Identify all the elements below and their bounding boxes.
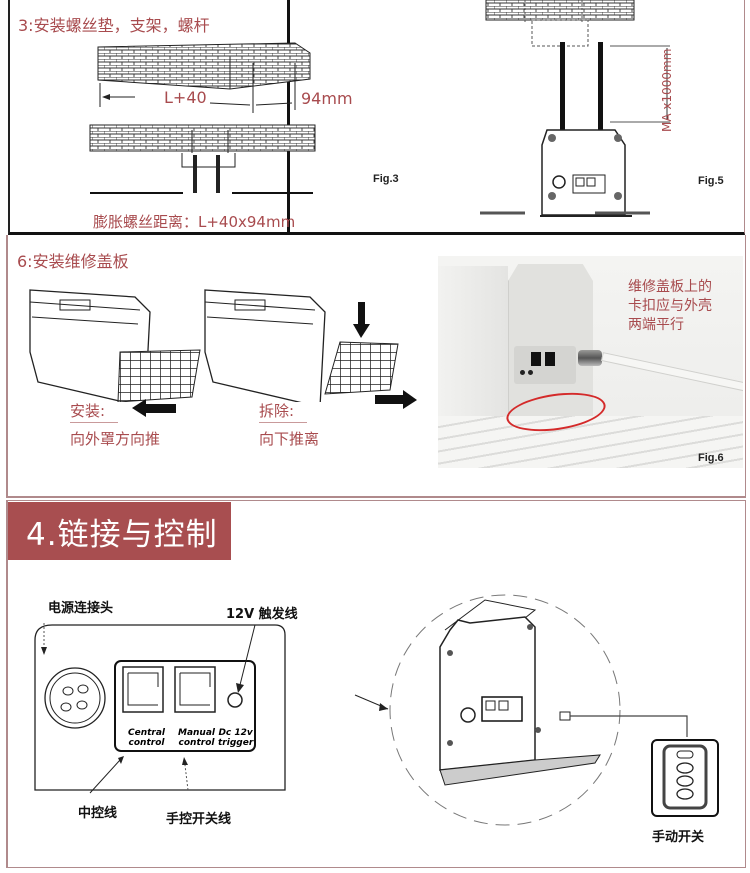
remove-divider	[259, 422, 307, 423]
screen-case-endcap	[541, 129, 626, 216]
section3-caption: 膨胀螺丝距离：L+40x94mm	[93, 213, 296, 231]
cover-grid	[438, 416, 743, 468]
rj-port	[545, 352, 555, 366]
power-connector-icon	[44, 667, 106, 729]
section5-panel	[290, 0, 745, 235]
cover-install-drawing	[29, 289, 201, 402]
case-side	[438, 266, 508, 426]
remove-desc: 向下推离	[259, 430, 320, 448]
central-control-port-icon	[122, 666, 164, 713]
ceiling-slab-bottom	[89, 124, 316, 152]
manual-switch-label: 手动开关	[652, 830, 705, 845]
trigger-12v-label: 12V 触发线	[226, 607, 298, 622]
connection-diagram	[354, 594, 688, 826]
section6-diagrams	[29, 289, 399, 402]
rj-port	[531, 352, 541, 366]
cover-plate	[439, 754, 601, 786]
fig5-label: Fig.5	[698, 175, 724, 187]
fig6-label: Fig.6	[698, 452, 724, 464]
down-arrow	[358, 302, 365, 326]
section3-diagram	[89, 42, 316, 194]
cover-remove-drawing	[204, 289, 399, 402]
photo-note-line: 卡扣应与外壳	[628, 298, 712, 314]
section6-panel	[6, 235, 746, 498]
photo-note: 维修盖板上的 卡扣应与外壳 两端平行	[628, 278, 712, 335]
threaded-rod	[560, 42, 565, 130]
section6-title: 6:安装维修盖板	[17, 252, 129, 271]
threaded-rod	[193, 155, 197, 193]
cable	[570, 715, 688, 737]
manual-control-port-icon	[174, 666, 216, 713]
threaded-rod	[216, 155, 220, 193]
cover-photo	[438, 256, 743, 468]
dim-long-label: L+40	[164, 88, 207, 107]
ceiling-slab-top	[97, 42, 311, 90]
install-divider	[70, 422, 118, 423]
manual-switch-icon	[651, 739, 719, 817]
screen-endcap	[439, 616, 536, 771]
zoom-circle	[389, 594, 621, 826]
power-connector-label: 电源连接头	[48, 601, 114, 616]
power-cable	[601, 352, 743, 393]
dim-vertical-label: MA x1000mm	[660, 48, 674, 132]
port-panel-diagram	[34, 623, 286, 794]
photo-note-line: 两端平行	[628, 317, 684, 333]
section4-banner: 4.链接与控制	[8, 502, 231, 560]
central-line-label: 中控线	[78, 806, 118, 821]
remove-label: 拆除:	[259, 402, 295, 420]
section4-panel	[6, 500, 746, 868]
fig3-label: Fig.3	[373, 173, 399, 185]
section3-panel	[8, 0, 290, 235]
push-right-arrow-icon	[375, 390, 417, 409]
install-label: 安装:	[70, 402, 106, 420]
threaded-rod	[598, 42, 603, 130]
rj-plug-icon	[559, 711, 571, 721]
dim-short-label: 94mm	[301, 89, 353, 108]
power-plug	[578, 350, 602, 366]
trigger-jack-icon	[227, 692, 243, 708]
manual-switch-line-label: 手控开关线	[166, 812, 232, 827]
install-desc: 向外罩方向推	[70, 430, 161, 448]
photo-note-line: 维修盖板上的	[628, 279, 712, 295]
section5-diagram	[480, 0, 670, 217]
section3-title: 3:安装螺丝垫，支架，螺杆	[18, 16, 210, 35]
push-left-arrow-icon	[132, 399, 176, 417]
ceiling-brick	[485, 0, 635, 21]
